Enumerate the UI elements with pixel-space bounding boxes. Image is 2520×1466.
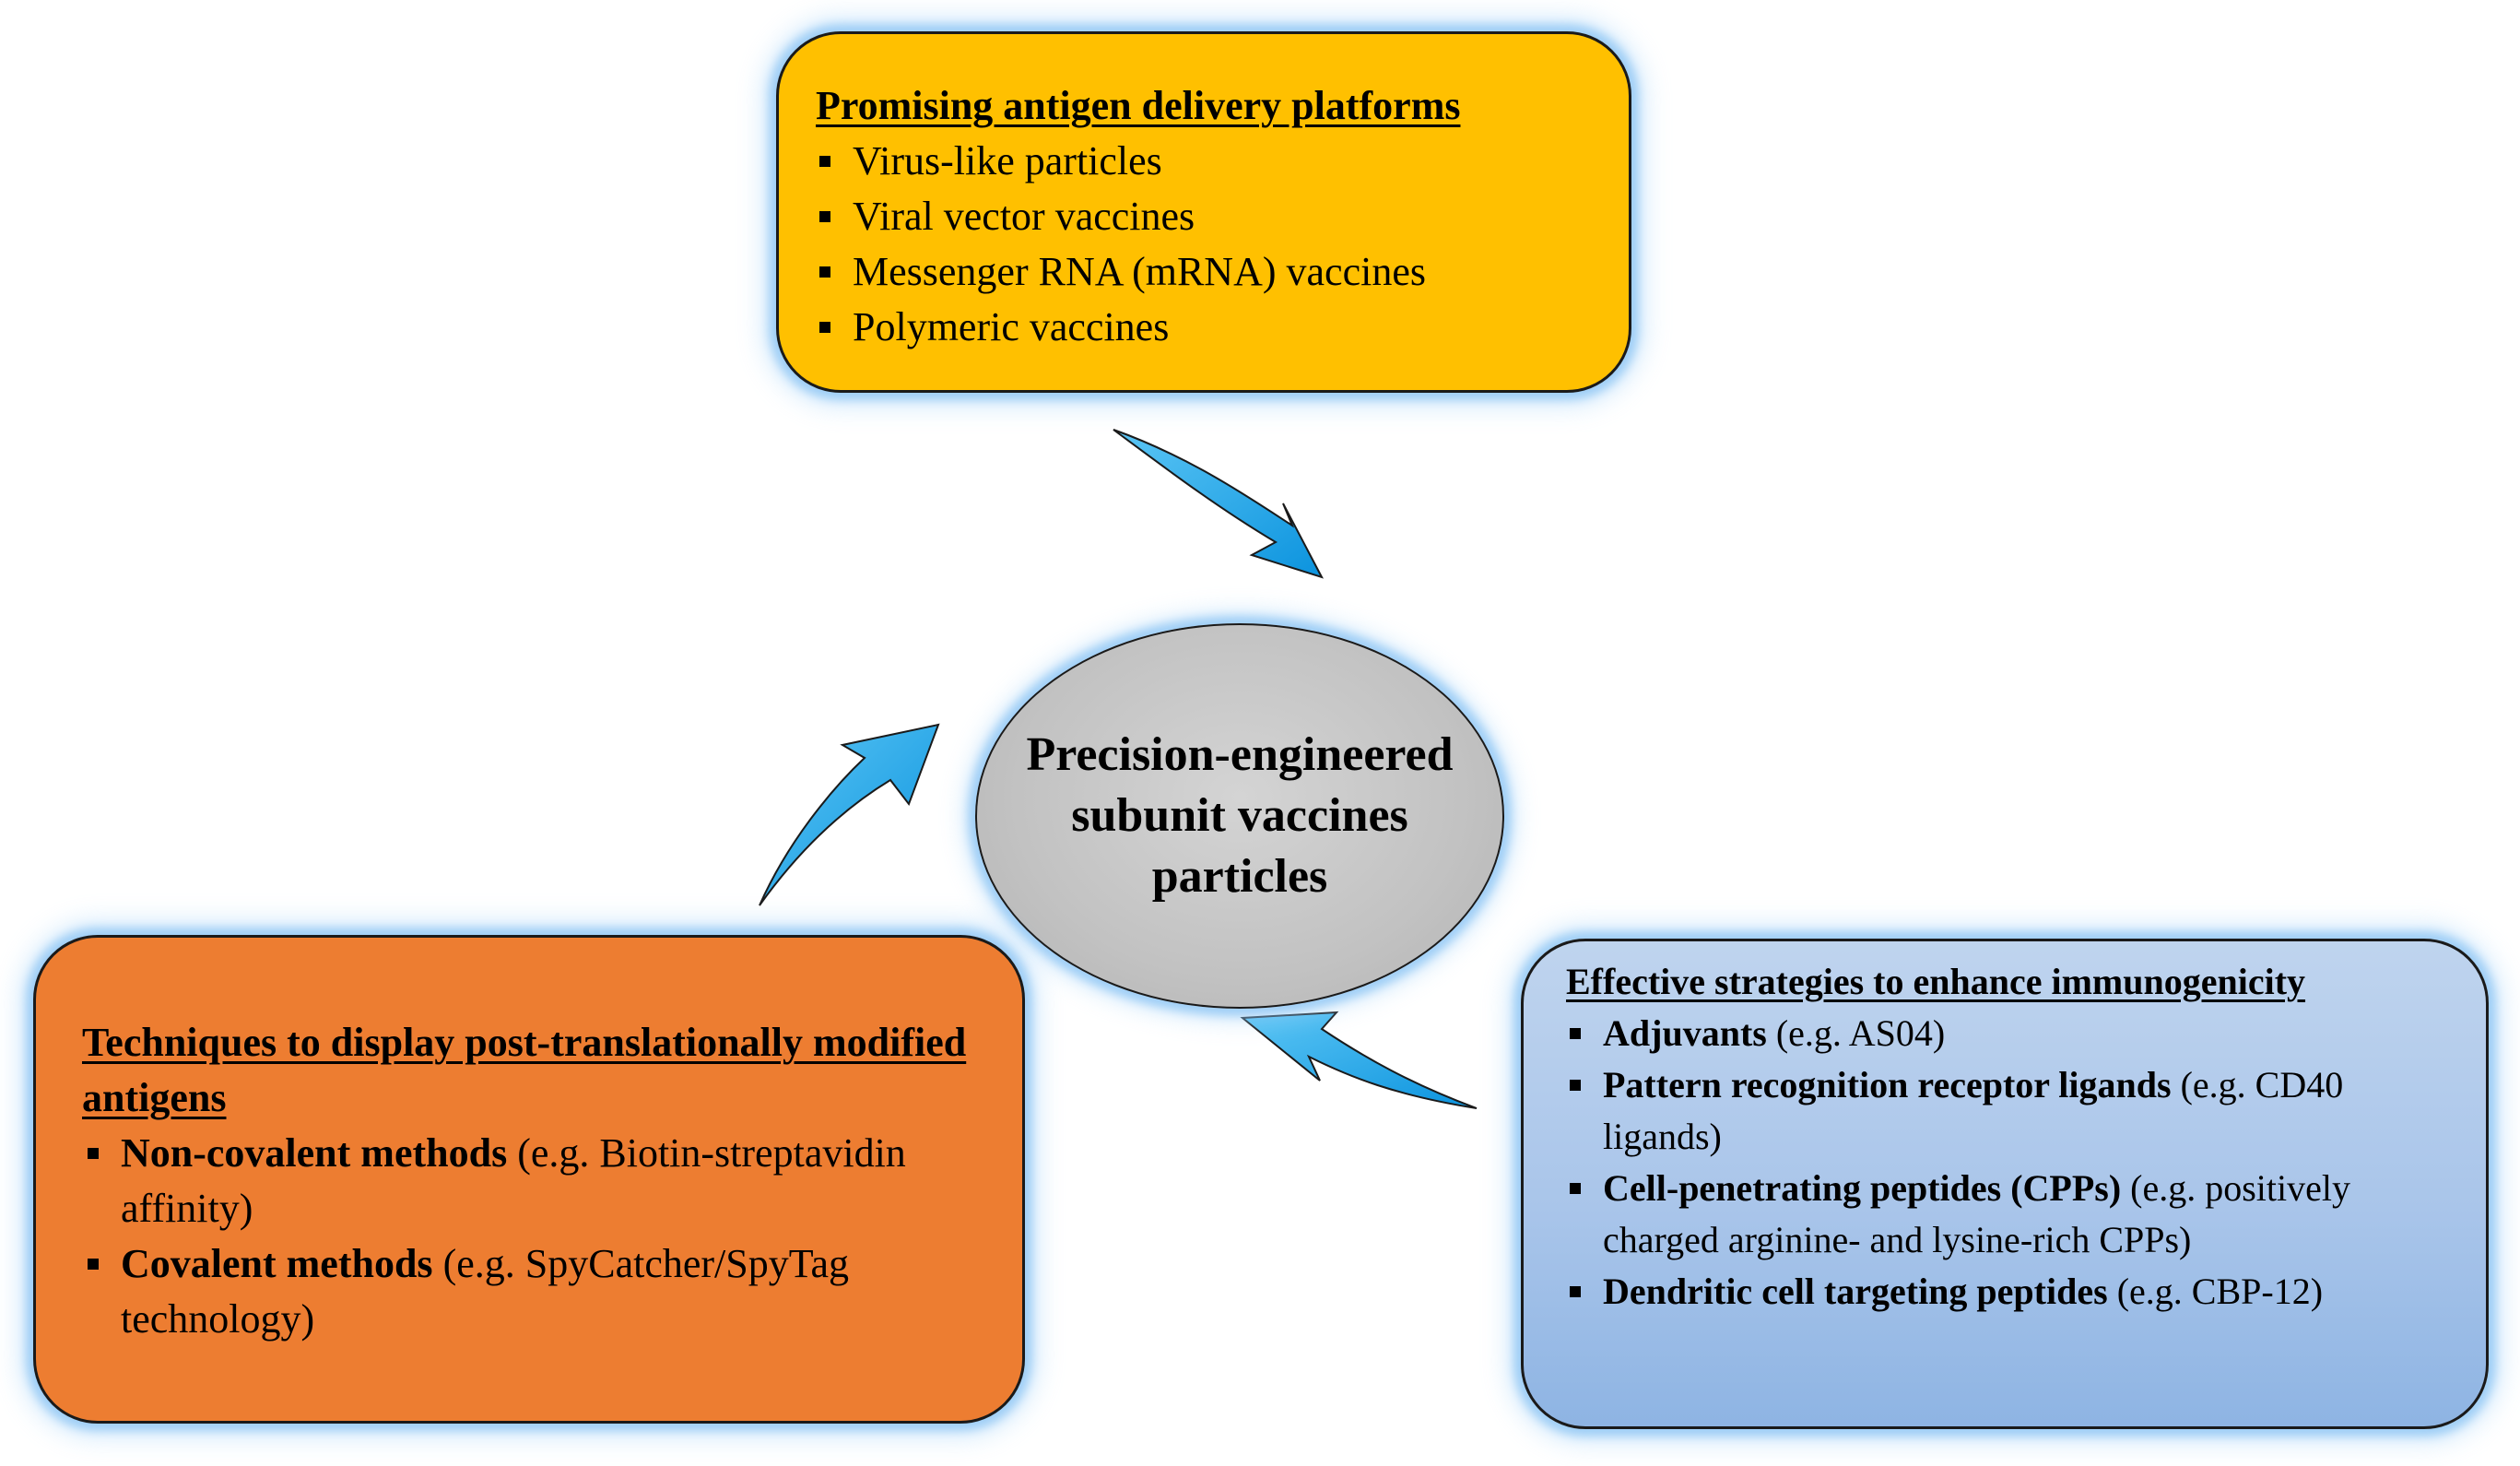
center-ellipse: Precision-engineered subunit vaccines pa…	[975, 623, 1504, 1009]
list-item: Virus-like particles	[816, 134, 1592, 189]
list-item: Polymeric vaccines	[816, 300, 1592, 355]
delivery-platforms-title: Promising antigen delivery platforms	[816, 83, 1461, 128]
list-item-bold: Pattern recognition receptor ligands	[1603, 1064, 2172, 1105]
list-item: Dendritic cell targeting peptides (e.g. …	[1566, 1266, 2464, 1318]
list-item-bold: Non-covalent methods	[121, 1130, 508, 1176]
list-item: Covalent methods (e.g. SpyCatcher/SpyTag…	[82, 1236, 980, 1347]
list-item-bold: Adjuvants	[1603, 1012, 1767, 1054]
list-item-detail: (e.g. Biotin-streptavidin affinity)	[121, 1130, 906, 1231]
list-item: Viral vector vaccines	[816, 189, 1592, 244]
delivery-platforms-box: Promising antigen delivery platforms Vir…	[776, 31, 1631, 393]
list-item: Pattern recognition receptor ligands (e.…	[1566, 1059, 2464, 1163]
list-item-detail: (e.g. CBP-12)	[2107, 1271, 2324, 1312]
arrow-right-to-center-icon	[1240, 1011, 1478, 1109]
immunogenicity-strategies-list: Adjuvants (e.g. AS04) Pattern recognitio…	[1566, 1008, 2464, 1318]
list-item-bold: Dendritic cell targeting peptides	[1603, 1271, 2108, 1312]
arrow-top-to-center-icon	[1113, 429, 1325, 579]
list-item: Messenger RNA (mRNA) vaccines	[816, 244, 1592, 300]
delivery-platforms-list: Virus-like particles Viral vector vaccin…	[816, 134, 1592, 355]
list-item-bold: Covalent methods	[121, 1241, 433, 1286]
ptm-display-techniques-box: Techniques to display post-translational…	[33, 935, 1025, 1424]
list-item: Cell-penetrating peptides (CPPs) (e.g. p…	[1566, 1163, 2464, 1266]
immunogenicity-strategies-box: Effective strategies to enhance immunoge…	[1521, 939, 2489, 1429]
list-item-detail: (e.g. positively charged arginine- and l…	[1603, 1167, 2351, 1260]
immunogenicity-strategies-title: Effective strategies to enhance immunoge…	[1566, 961, 2306, 1002]
arrow-left-to-center-icon	[759, 723, 940, 906]
ptm-display-techniques-list: Non-covalent methods (e.g. Biotin-strept…	[82, 1126, 980, 1347]
list-item-detail: (e.g. CD40 ligands)	[1603, 1064, 2344, 1157]
list-item: Adjuvants (e.g. AS04)	[1566, 1008, 2464, 1059]
list-item-detail: (e.g. AS04)	[1766, 1012, 1946, 1054]
list-item-detail: (e.g. SpyCatcher/SpyTag technology)	[121, 1241, 850, 1342]
ptm-display-techniques-title: Techniques to display post-translational…	[82, 1020, 967, 1120]
list-item: Non-covalent methods (e.g. Biotin-strept…	[82, 1126, 980, 1236]
list-item-bold: Cell-penetrating peptides (CPPs)	[1603, 1167, 2122, 1209]
center-title: Precision-engineered subunit vaccines pa…	[1026, 728, 1454, 903]
